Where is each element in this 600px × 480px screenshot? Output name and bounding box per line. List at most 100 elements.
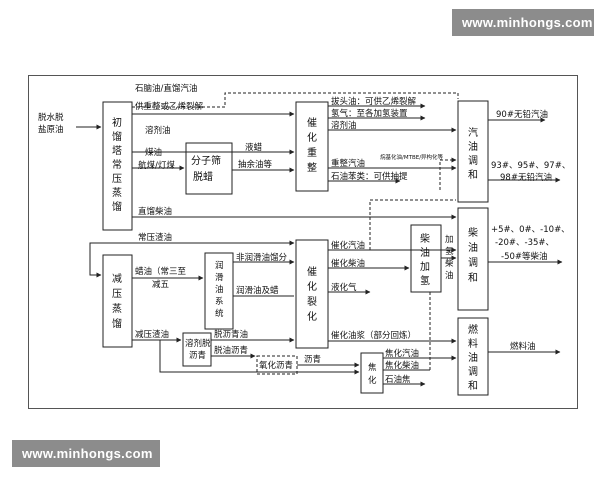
diesel-blending-box [457, 207, 489, 311]
atmospheric-distillation-box [102, 101, 133, 231]
stream-aromatics: 石油苯类：可供抽提 [331, 171, 408, 182]
stream-reformate: 重整汽油 [331, 158, 365, 169]
stream-deasphalt-asphalt: 脱油沥青 [214, 345, 248, 356]
svg-text:压: 压 [112, 173, 122, 185]
stream-fcc-diesel: 催化柴油 [331, 258, 365, 269]
feed-label-1: 脱水脱 [38, 112, 64, 123]
stream-solvent-oil-1: 溶剂油 [145, 125, 171, 136]
svg-text:馏: 馏 [112, 130, 122, 143]
stream-atm-residue: 常压渣油 [138, 232, 172, 243]
svg-text:蒸: 蒸 [112, 303, 122, 315]
svg-text:塔: 塔 [112, 144, 122, 157]
catalytic-cracking-box [295, 239, 329, 349]
svg-text:氢: 氢 [445, 246, 454, 257]
stream-solvent-oil-2: 溶剂油 [331, 120, 357, 131]
svg-text:化: 化 [307, 131, 317, 144]
solvent-deasphalting-label-1: 溶剂脱 [185, 338, 211, 349]
svg-text:柴: 柴 [420, 232, 430, 245]
svg-text:催: 催 [307, 116, 317, 129]
stream-fcc-gasoline: 催化汽油 [331, 240, 365, 251]
feed-label-2: 盐原油 [38, 124, 64, 135]
stream-cracking-feed: 供重整或乙烯裂解 [135, 101, 204, 112]
svg-text:和: 和 [468, 272, 478, 284]
lube-system-label: 润 滑 油 系 统 [215, 260, 224, 319]
stream-raffinate: 抽余油等 [238, 159, 273, 170]
stream-naphtha: 石脑油/直馏汽油 [135, 83, 197, 94]
molecular-sieve-label-1: 分子筛 [191, 154, 221, 167]
svg-text:催: 催 [307, 265, 317, 278]
svg-text:油: 油 [420, 246, 430, 259]
coking-label-2: 化 [368, 375, 377, 386]
stream-asphalt: 沥青 [304, 354, 321, 365]
svg-text:整: 整 [307, 161, 317, 174]
svg-text:和: 和 [468, 169, 478, 181]
diagram-frame [28, 75, 578, 409]
svg-text:化: 化 [307, 280, 317, 293]
stream-slurry: 催化油浆（部分回炼） [331, 330, 416, 341]
svg-text:裂: 裂 [307, 295, 317, 308]
stream-wax-oil-1: 蜡油（常三至 [135, 266, 187, 277]
svg-text:化: 化 [307, 310, 317, 323]
svg-text:减: 减 [112, 273, 122, 285]
stream-coker-diesel: 焦化柴油 [385, 360, 419, 371]
gasoline-blending-label: 汽 油 调 和 [468, 126, 478, 181]
catalytic-reforming-box [295, 101, 329, 192]
product-diesel-grades-2: -20#、-35#、 [495, 238, 554, 248]
molecular-sieve-label-2: 脱蜡 [193, 170, 213, 183]
product-diesel-grades-3: -50#等柴油 [501, 251, 548, 262]
oxidized-asphalt-box [256, 355, 298, 375]
svg-text:初: 初 [112, 116, 122, 129]
svg-text:系: 系 [215, 296, 224, 307]
vacuum-distillation-box [102, 254, 133, 348]
product-gasoline-grades: 93#、95#、97#、 [491, 161, 570, 171]
vacuum-distillation-label: 减 压 蒸 馏 [112, 273, 122, 330]
oxidized-asphalt-label: 氧化沥青 [259, 360, 293, 371]
diesel-blending-label: 柴 油 调 和 [468, 226, 478, 284]
stream-non-lube: 非润滑油馏分 [236, 252, 288, 263]
svg-text:汽: 汽 [468, 126, 478, 139]
svg-text:压: 压 [112, 288, 122, 300]
stream-asphalt-oil: 脱沥青油 [214, 329, 248, 340]
solvent-deasphalting-label-2: 沥青 [189, 350, 206, 361]
atmospheric-distillation-label: 初 馏 塔 常 压 蒸 馏 [112, 116, 122, 213]
product-diesel-grades-1: +5#、0#、-10#、 [491, 225, 570, 235]
svg-text:润: 润 [215, 260, 224, 271]
stream-coker-gasoline: 焦化汽油 [385, 348, 419, 359]
svg-text:加: 加 [445, 234, 454, 245]
stream-liquefied-gas: 液化气 [331, 282, 357, 293]
stream-lube-wax: 润滑油及蜡 [236, 285, 279, 296]
diesel-hydrotreating-box [410, 224, 442, 293]
svg-text:和: 和 [468, 380, 478, 392]
svg-text:油: 油 [468, 241, 478, 254]
stream-hydro-diesel: 加 氢 柴 油 [445, 234, 454, 281]
diesel-hydrotreating-label: 柴 油 加 氢 [420, 232, 430, 287]
fuel-oil-blending-box [457, 317, 489, 396]
svg-text:馏: 馏 [112, 200, 122, 213]
coking-label-1: 焦 [368, 362, 377, 373]
solvent-deasphalting-box [182, 332, 212, 367]
svg-text:滑: 滑 [215, 272, 224, 283]
svg-text:油: 油 [468, 140, 478, 153]
svg-text:油: 油 [445, 270, 454, 281]
watermark-top: www.minhongs.com [452, 9, 594, 36]
watermark-bottom: www.minhongs.com [12, 440, 160, 467]
stream-wax-oil-2: 减五 [152, 279, 170, 290]
fuel-oil-blending-label: 燃 料 油 调 和 [468, 323, 478, 392]
stream-hydrogen: 氢气：至各加氢装置 [331, 108, 408, 119]
svg-text:油: 油 [468, 351, 478, 364]
coking-box [360, 352, 384, 394]
stream-coke: 石油焦 [385, 374, 411, 385]
svg-text:调: 调 [468, 366, 478, 378]
stream-topping-oil: 拔头油：可供乙烯裂解 [331, 96, 417, 107]
svg-text:重: 重 [307, 146, 317, 159]
svg-text:统: 统 [215, 308, 224, 319]
molecular-sieve-box [185, 142, 233, 195]
svg-text:馏: 馏 [112, 317, 122, 330]
stream-kerosene-1: 煤油 [145, 147, 162, 158]
svg-text:常: 常 [112, 158, 122, 171]
stream-vac-residue: 减压渣油 [135, 329, 169, 340]
gasoline-blending-box [457, 100, 489, 203]
svg-text:料: 料 [468, 337, 478, 350]
product-98-gasoline: 98#无铅汽油 [500, 172, 552, 183]
